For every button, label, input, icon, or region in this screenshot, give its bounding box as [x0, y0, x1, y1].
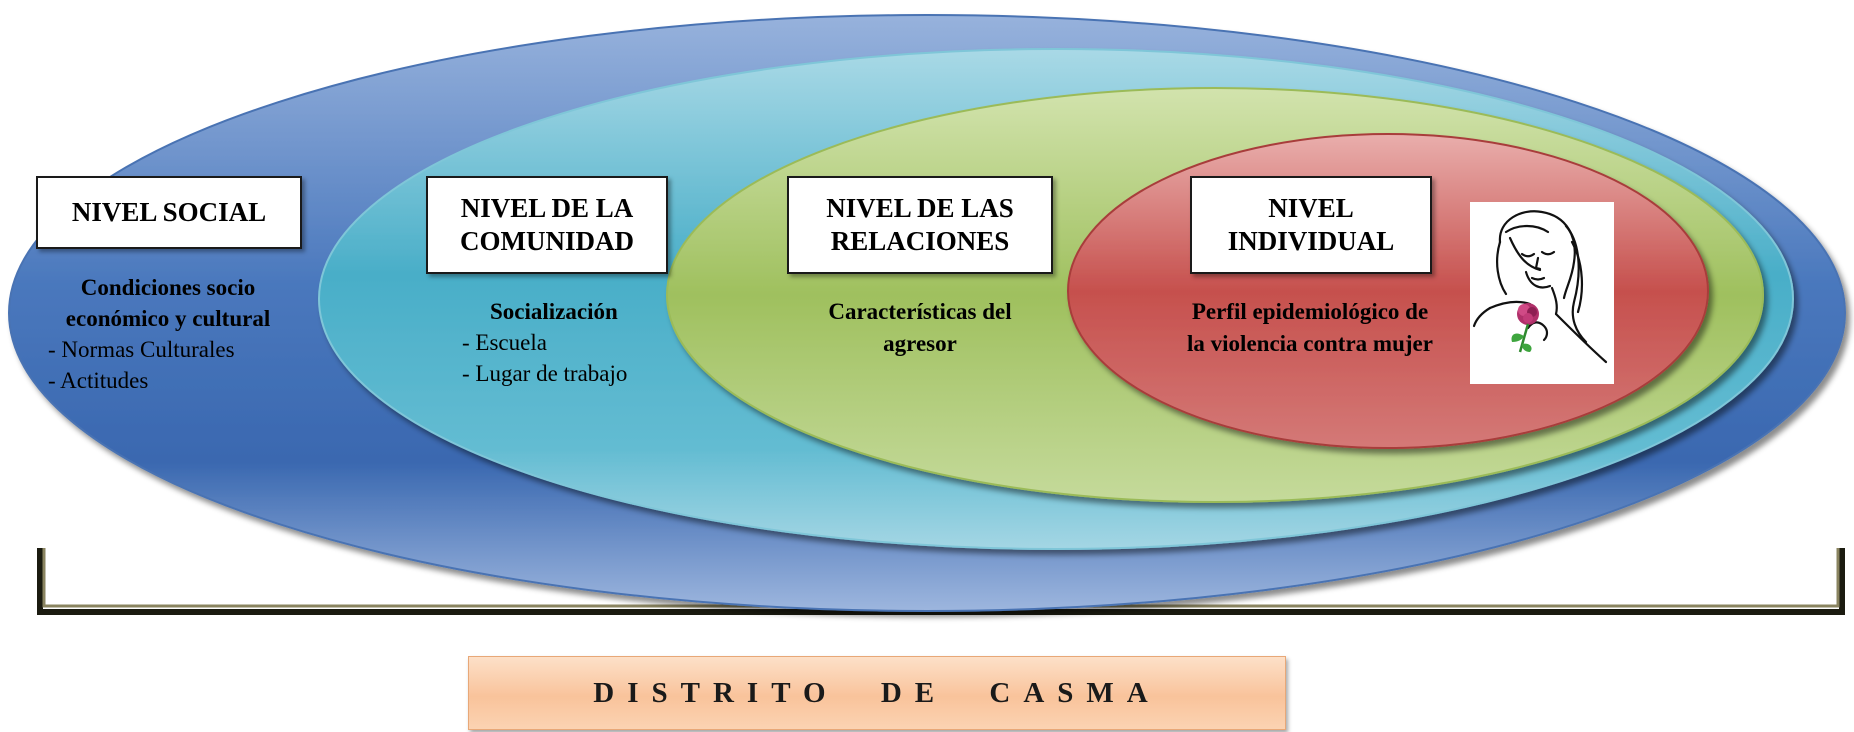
district-bar: DISTRITO DE CASMA	[468, 656, 1286, 730]
level-box-comunidad: NIVEL DE LA COMUNIDAD	[426, 176, 668, 274]
level-title-individual-line1: NIVEL	[1268, 193, 1354, 223]
level-title-individual-line2: INDIVIDUAL	[1227, 226, 1395, 256]
level-title-comunidad-line1: NIVEL DE LA	[460, 193, 634, 223]
description-item-comunidad-2: - Lugar de trabajo	[462, 361, 628, 386]
description-heading-relaciones-line1: Características del	[828, 299, 1012, 324]
description-heading-individual-line1: Perfil epidemiológico de	[1191, 299, 1429, 324]
level-description-social: Condiciones socio económico y cultural -…	[48, 272, 288, 396]
rose-icon	[1511, 303, 1539, 353]
level-description-individual: Perfil epidemiológico de la violencia co…	[1150, 296, 1470, 360]
level-title-relaciones-line2: RELACIONES	[830, 226, 1010, 256]
level-title-comunidad-line2: COMUNIDAD	[460, 226, 634, 256]
description-heading-individual-line2: la violencia contra mujer	[1187, 331, 1433, 356]
woman-with-rose-icon	[1470, 202, 1614, 384]
level-box-social: NIVEL SOCIAL	[36, 176, 302, 249]
description-heading-social-line2: económico y cultural	[65, 306, 271, 331]
description-item-comunidad-1: - Escuela	[462, 330, 547, 355]
level-description-relaciones: Características del agresor	[780, 296, 1060, 360]
description-heading-social-line1: Condiciones socio	[80, 275, 256, 300]
description-item-social-1: - Normas Culturales	[48, 337, 235, 362]
description-heading-comunidad-line1: Socialización	[490, 299, 618, 324]
level-title-relaciones-line1: NIVEL DE LAS	[826, 193, 1014, 223]
level-box-individual: NIVEL INDIVIDUAL	[1190, 176, 1432, 274]
level-title-social-line1: NIVEL SOCIAL	[71, 197, 267, 227]
level-description-comunidad: Socialización - Escuela - Lugar de traba…	[462, 296, 682, 389]
level-box-relaciones: NIVEL DE LAS RELACIONES	[787, 176, 1053, 274]
description-heading-relaciones-line2: agresor	[883, 331, 957, 356]
description-item-social-2: - Actitudes	[48, 368, 149, 393]
district-label: DISTRITO DE CASMA	[593, 676, 1161, 709]
